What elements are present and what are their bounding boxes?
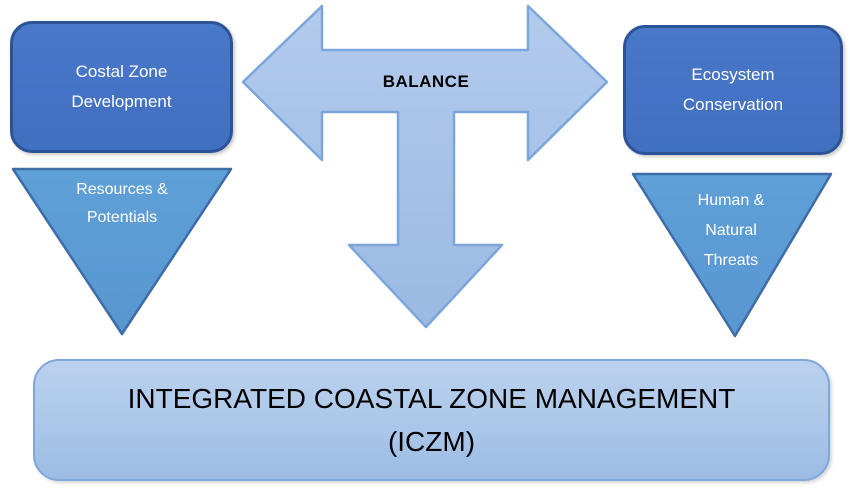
ecosystem-conservation-box: Ecosystem Conservation — [623, 25, 843, 155]
box-label-line: Conservation — [682, 95, 784, 114]
box-label-line: Development — [71, 92, 172, 111]
balance-label: BALANCE — [382, 72, 470, 91]
iczm-acronym-line: (ICZM) — [387, 426, 476, 457]
box-label-line: Ecosystem — [691, 65, 775, 84]
iczm-footer-bar: INTEGRATED COASTAL ZONE MANAGEMENT (ICZM… — [33, 359, 830, 481]
funnel-label-line: Threats — [703, 252, 759, 269]
coastal-zone-development-box: Costal Zone Development — [10, 21, 233, 153]
funnel-label-line: Resources & — [76, 181, 168, 198]
right-funnel-triangle — [631, 172, 833, 338]
balance-arrow-shape — [241, 4, 609, 329]
human-natural-threats-label: Human & Natural Threats — [641, 186, 821, 276]
resources-potentials-label: Resources & Potentials — [32, 176, 212, 232]
ecosystem-conservation-label: Ecosystem Conservation — [683, 60, 783, 120]
iczm-title-line: INTEGRATED COASTAL ZONE MANAGEMENT — [127, 383, 736, 414]
funnel-label-line: Natural — [705, 222, 757, 239]
box-label-line: Costal Zone — [75, 62, 168, 81]
funnel-label-line: Potentials — [86, 209, 158, 226]
coastal-zone-development-label: Costal Zone Development — [71, 57, 171, 117]
left-funnel-triangle — [11, 167, 233, 336]
funnel-label-line: Human & — [697, 192, 765, 209]
